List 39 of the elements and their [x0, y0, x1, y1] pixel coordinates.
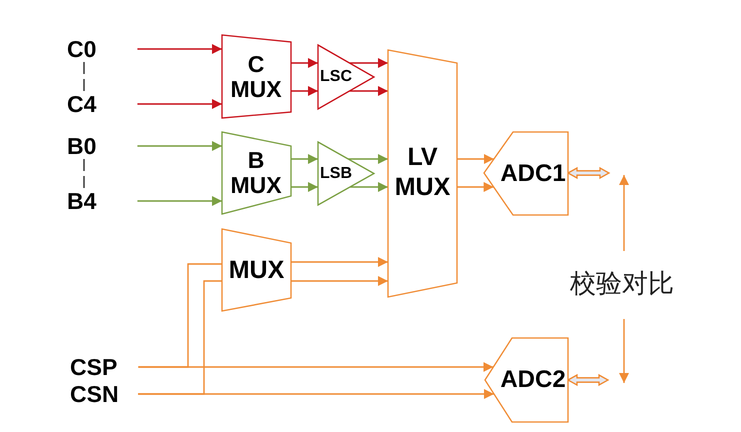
arrow: [457, 182, 494, 192]
block-label: MUX: [228, 255, 284, 285]
block-label: LV MUX: [394, 142, 450, 202]
arrow: [137, 99, 222, 109]
arrow: [619, 175, 629, 251]
block-label: LSB: [320, 164, 352, 182]
arrow: [138, 362, 494, 372]
arrow: [350, 58, 388, 68]
arrow: [619, 319, 629, 383]
block-label: LSC: [320, 68, 352, 86]
arrow: [137, 141, 222, 151]
arrow: [350, 86, 388, 96]
double-arrow: [566, 374, 610, 386]
arrow: [457, 154, 494, 164]
dashed-line: [83, 62, 85, 91]
arrow: [291, 86, 318, 96]
signal-label: B0: [67, 133, 96, 159]
signal-label: C4: [67, 91, 96, 117]
block-label: ADC2: [500, 366, 566, 394]
arrow: [291, 276, 388, 286]
block-label: C MUX: [230, 52, 282, 102]
signal-label: C0: [67, 36, 96, 62]
arrow: [348, 154, 388, 164]
arrow: [137, 196, 222, 206]
arrow: [291, 182, 318, 192]
arrow: [291, 58, 318, 68]
arrow: [350, 182, 388, 192]
block-label: B MUX: [230, 148, 282, 198]
dashed-line: [83, 159, 85, 188]
note-label: 校验对比: [570, 268, 674, 298]
signal-label: B4: [67, 188, 96, 214]
block-label: ADC1: [500, 160, 566, 188]
arrow: [137, 44, 222, 54]
arrow: [291, 257, 388, 267]
arrow: [138, 389, 494, 399]
arrow: [291, 154, 318, 164]
signal-label: CSP: [70, 354, 118, 380]
double-arrow: [566, 166, 610, 180]
signal-label: CSN: [70, 381, 119, 407]
